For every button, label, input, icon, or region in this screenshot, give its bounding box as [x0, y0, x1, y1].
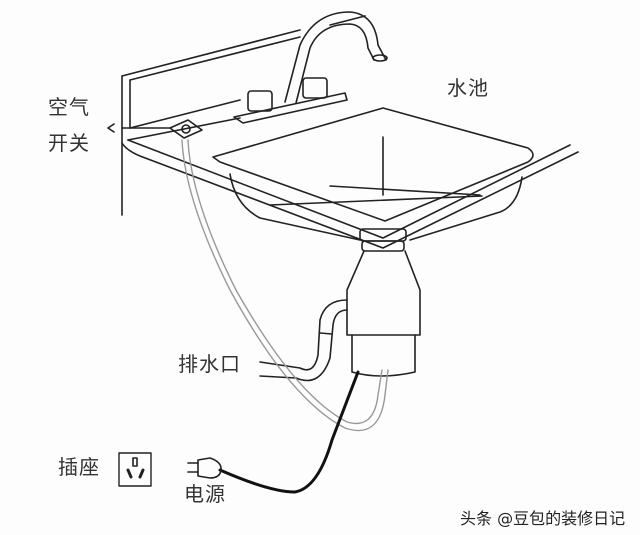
label-sink: 水池	[447, 76, 489, 100]
garbage-disposer	[346, 228, 421, 377]
label-socket: 插座	[58, 455, 100, 479]
power-cord	[218, 370, 360, 494]
sink-basin	[212, 107, 534, 241]
air-hose	[181, 139, 389, 432]
watermark: 头条 @豆包的装修日记	[460, 509, 626, 528]
label-drain: 排水口	[178, 352, 241, 376]
plug-icon	[187, 457, 222, 479]
socket-icon	[118, 452, 152, 487]
label-air-switch-2: 开关	[48, 131, 90, 155]
label-air-switch-1: 空气	[48, 95, 90, 119]
countertop	[121, 117, 579, 249]
faucet	[233, 11, 388, 124]
air-switch-button	[107, 119, 203, 139]
backsplash	[121, 15, 366, 216]
drain-pipe	[259, 299, 348, 382]
label-power: 电源	[184, 482, 226, 506]
